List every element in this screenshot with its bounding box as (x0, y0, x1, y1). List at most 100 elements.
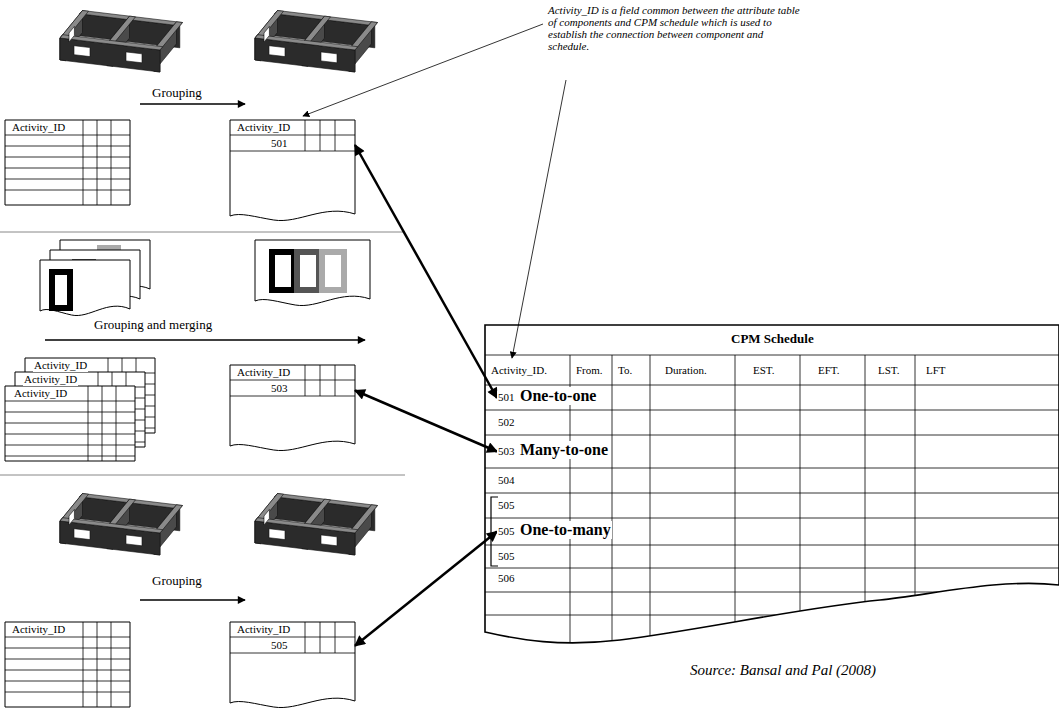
column-header: EST. (752, 364, 776, 377)
table-rule (83, 120, 84, 205)
schedule-rule (650, 355, 651, 700)
table-rule (111, 120, 112, 205)
merged-sheet (255, 240, 370, 306)
link-arrow (355, 391, 497, 452)
schedule-grid (485, 325, 1059, 700)
table-rule (5, 412, 135, 413)
table-rule (97, 120, 98, 205)
schedule-rule (485, 518, 1059, 519)
process-label: Grouping and merging (92, 318, 214, 333)
table-rule (102, 386, 103, 461)
table-rule (320, 622, 321, 653)
wall-face (349, 22, 378, 50)
building-model (60, 11, 183, 73)
table-cell: Activity_ID (236, 121, 291, 134)
relation-label: One-to-many (519, 521, 612, 539)
grouped-table: Activity_ID 505 (230, 622, 355, 707)
attribute-table (5, 622, 130, 707)
wall-face (126, 52, 142, 63)
schedule-rule (485, 468, 1059, 469)
wall-face (321, 52, 337, 63)
process-arrow (140, 599, 245, 600)
schedule-rule (915, 355, 916, 700)
schedule-rule (485, 385, 1059, 386)
table-cell: Activity_ID (236, 366, 291, 379)
table-cell: Activity_ID (236, 623, 291, 636)
schedule-rule (865, 355, 866, 700)
wall-face (154, 505, 183, 533)
table-rule (335, 622, 336, 653)
attribute-table: Activity_ID (5, 622, 130, 707)
table-rule (230, 380, 355, 381)
wall-face (269, 529, 285, 540)
table-rule (97, 622, 98, 707)
process-arrow (45, 339, 365, 340)
column-header: Duration. (664, 364, 708, 377)
wall-face (269, 46, 285, 57)
column-header: To. (617, 364, 633, 377)
building-model (255, 11, 378, 73)
wall-face (69, 509, 74, 525)
table-title: CPM Schedule (729, 332, 816, 347)
schedule-row: 505One-to-many (497, 519, 717, 544)
table-rule (5, 456, 135, 457)
source-caption: Source: Bansal and Pal (2008) (690, 662, 876, 679)
panel-divider (0, 475, 405, 476)
table-rule (305, 622, 306, 653)
table-rule (83, 622, 84, 707)
table-rule (5, 434, 135, 435)
table-rule (88, 386, 89, 461)
grouped-table: Activity_ID 503 (230, 365, 355, 450)
building-model (60, 494, 183, 556)
table-cell: 505 (270, 639, 289, 652)
table-rule (230, 653, 355, 654)
table-rule (230, 135, 355, 136)
table-rule (5, 445, 135, 446)
component-outline (297, 252, 319, 290)
table-cell: Activity_ID (23, 373, 78, 386)
grouped-table (230, 365, 355, 451)
leader-line (303, 24, 543, 116)
grouped-table (230, 120, 355, 221)
activity-id: 502 (497, 416, 516, 429)
schedule-rule (800, 355, 801, 700)
table-rule (230, 637, 355, 638)
wall-face (264, 509, 269, 525)
activity-id: 504 (497, 474, 516, 487)
column-header: LST. (877, 364, 901, 377)
component-sheet (40, 260, 130, 316)
schedule-rule (485, 355, 1059, 356)
table-cell: 503 (270, 382, 289, 395)
wall-face (302, 16, 331, 44)
column-header: Activity_ID. (490, 364, 548, 377)
link-arrow (355, 145, 497, 398)
wall-face (154, 22, 183, 50)
component-outline (272, 252, 294, 290)
table-cell: Activity_ID (11, 121, 66, 134)
activity-id: 505 (497, 550, 516, 563)
table-cell: Activity_ID (11, 623, 66, 636)
table-rule (230, 151, 355, 152)
schedule-border (485, 325, 1059, 643)
attribute-table (5, 120, 130, 205)
link-arrow (355, 532, 497, 646)
table-rule (111, 622, 112, 707)
building-model (255, 494, 378, 556)
column-header: LFT (925, 364, 947, 377)
table-rule (116, 386, 117, 461)
wall-face (107, 499, 136, 527)
wall-face (126, 535, 142, 546)
wall-face (302, 499, 331, 527)
relation-label: One-to-one (519, 387, 597, 405)
attribute-table: Activity_ID (5, 120, 130, 205)
wall-face (349, 505, 378, 533)
table-rule (320, 120, 321, 151)
schedule-rule (485, 435, 1059, 436)
table-rule (5, 423, 135, 424)
leader-line (512, 80, 566, 358)
table-rule (335, 120, 336, 151)
grouped-table (230, 622, 355, 708)
